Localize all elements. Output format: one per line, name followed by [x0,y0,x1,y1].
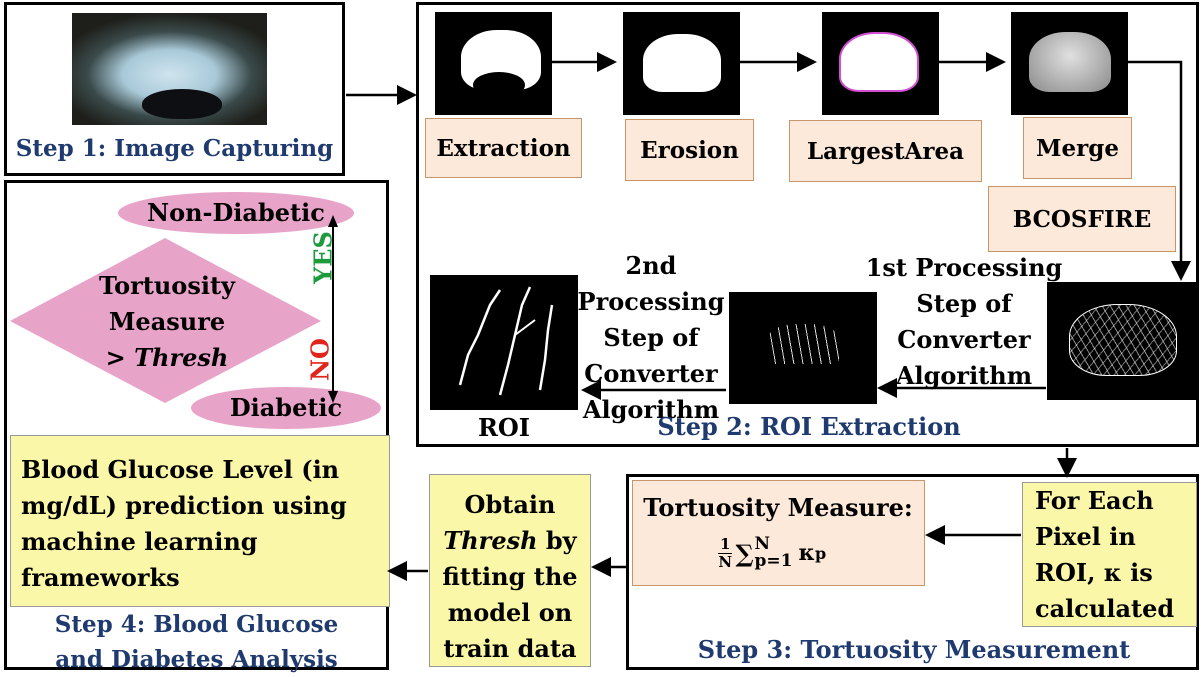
second-processing-text: 2nd Processing Step of Converter Algorit… [577,251,725,424]
yes-label: YES [308,231,338,284]
step1-title: Step 1: Image Capturing [15,135,334,162]
pupil [142,89,222,119]
step1-panel: Step 1: Image Capturing [4,2,345,176]
extraction-label: Extraction [425,118,582,178]
non-diabetic-ellipse [118,192,354,234]
decision-diamond [10,238,321,403]
thresh-word: Thresh [443,526,538,555]
merge-label: Merge [1023,117,1132,179]
roi-label: ROI [477,413,531,442]
decision-panel: Non-Diabetic Diabetic Tortuosity Measure… [4,180,390,673]
roi-vessels [458,286,554,396]
thresh-box: Obtain Thresh by fitting the model on tr… [429,474,591,667]
extraction-image [435,12,552,115]
measure-title: Tortuosity Measure: [643,493,913,522]
erosion-label: Erosion [625,119,754,181]
sum-symbol: ∑ [735,538,754,568]
first-processing-text: 1st Processing Step of Converter Algorit… [865,253,1063,390]
diabetic-label: Diabetic [229,393,343,422]
decision-shapes [10,192,381,429]
formula: 1 N ∑ N p=1 κ p [718,534,827,571]
no-label: NO [305,338,335,381]
erosion-image [623,12,740,115]
first-processed-image [729,292,877,404]
roi-image [430,275,578,410]
bcosfire-image [1047,282,1197,400]
step2-panel: Extraction Erosion LargestArea Merge BCO… [416,2,1199,447]
largest-area-label: LargestArea [789,120,982,182]
bcosfire-label: BCOSFIRE [988,186,1176,252]
pixel-box: For Each Pixel in ROI, κ is calculated [1022,482,1197,627]
step3-title: Step 3: Tortuosity Measurement [697,635,1131,664]
step4-title: Step 4: Blood Glucose and Diabetes Analy… [54,611,339,673]
merge-image [1011,12,1128,115]
prediction-box: Blood Glucose Level (in mg/dL) predictio… [10,435,390,607]
largest-area-image [822,12,939,115]
non-diabetic-label: Non-Diabetic [147,198,325,227]
measure-box: Tortuosity Measure: 1 N ∑ N p=1 κ p [632,480,925,586]
diamond-text: Tortuosity Measure > Thresh [99,271,235,372]
step2-title: Step 2: ROI Extraction [657,412,961,441]
eye-photo [72,13,267,125]
